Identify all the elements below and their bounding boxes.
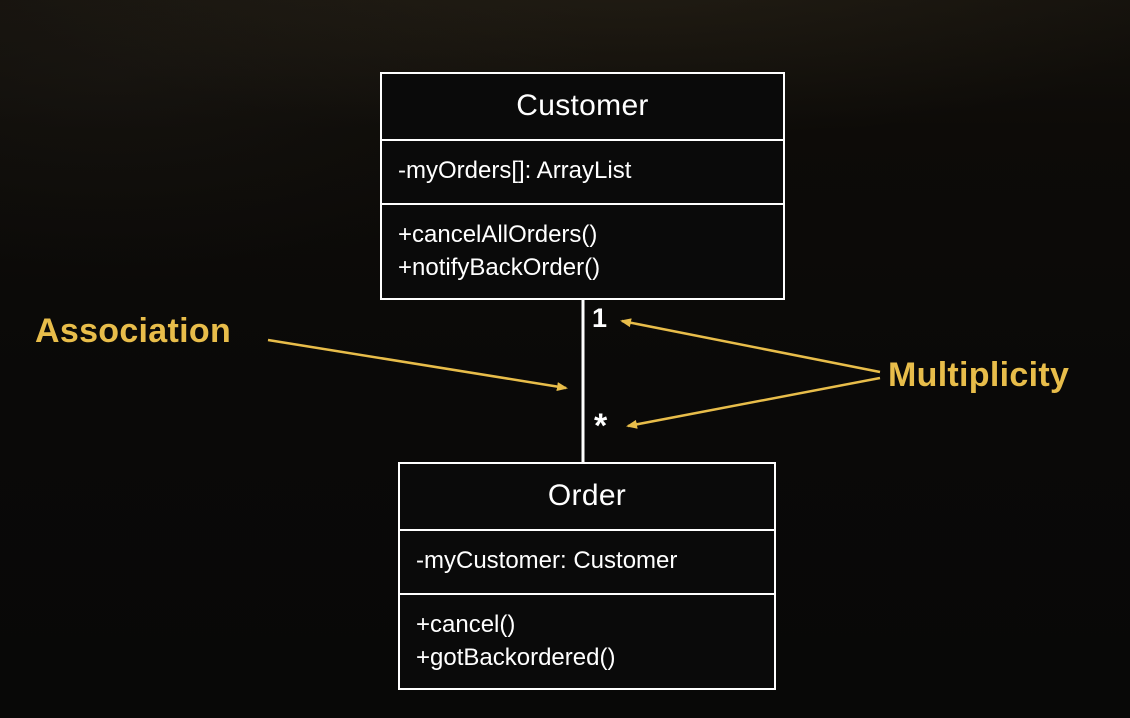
customer-class-title: Customer: [516, 89, 649, 122]
order-class-title: Order: [547, 479, 627, 512]
order-attribute: -myCustomer: Customer: [416, 547, 678, 574]
customer-methods-compartment: +cancelAllOrders() +notifyBackOrder(): [382, 203, 783, 298]
customer-attribute: -myOrders[]: ArrayList: [398, 157, 632, 184]
multiplicity-arrow-top: [620, 318, 881, 374]
order-method: +gotBackordered(): [416, 644, 616, 672]
association-arrow: [267, 338, 568, 392]
customer-class-box: Customer -myOrders[]: ArrayList +cancelA…: [380, 72, 785, 301]
order-attributes-compartment: -myCustomer: Customer: [400, 529, 774, 593]
order-class-box: Order -myCustomer: Customer +cancel() +g…: [398, 462, 776, 691]
multiplicity-label: Multiplicity: [888, 356, 1070, 394]
multiplicity-bottom-value: *: [594, 407, 608, 445]
association-label: Association: [35, 312, 232, 350]
customer-attributes-compartment: -myOrders[]: ArrayList: [382, 139, 783, 203]
order-method: +cancel(): [416, 611, 516, 639]
multiplicity-arrow-bottom: [626, 376, 881, 429]
order-methods-compartment: +cancel() +gotBackordered(): [400, 593, 774, 688]
customer-method: +cancelAllOrders(): [398, 221, 598, 249]
customer-method: +notifyBackOrder(): [398, 254, 601, 282]
multiplicity-top-value: 1: [592, 303, 608, 333]
